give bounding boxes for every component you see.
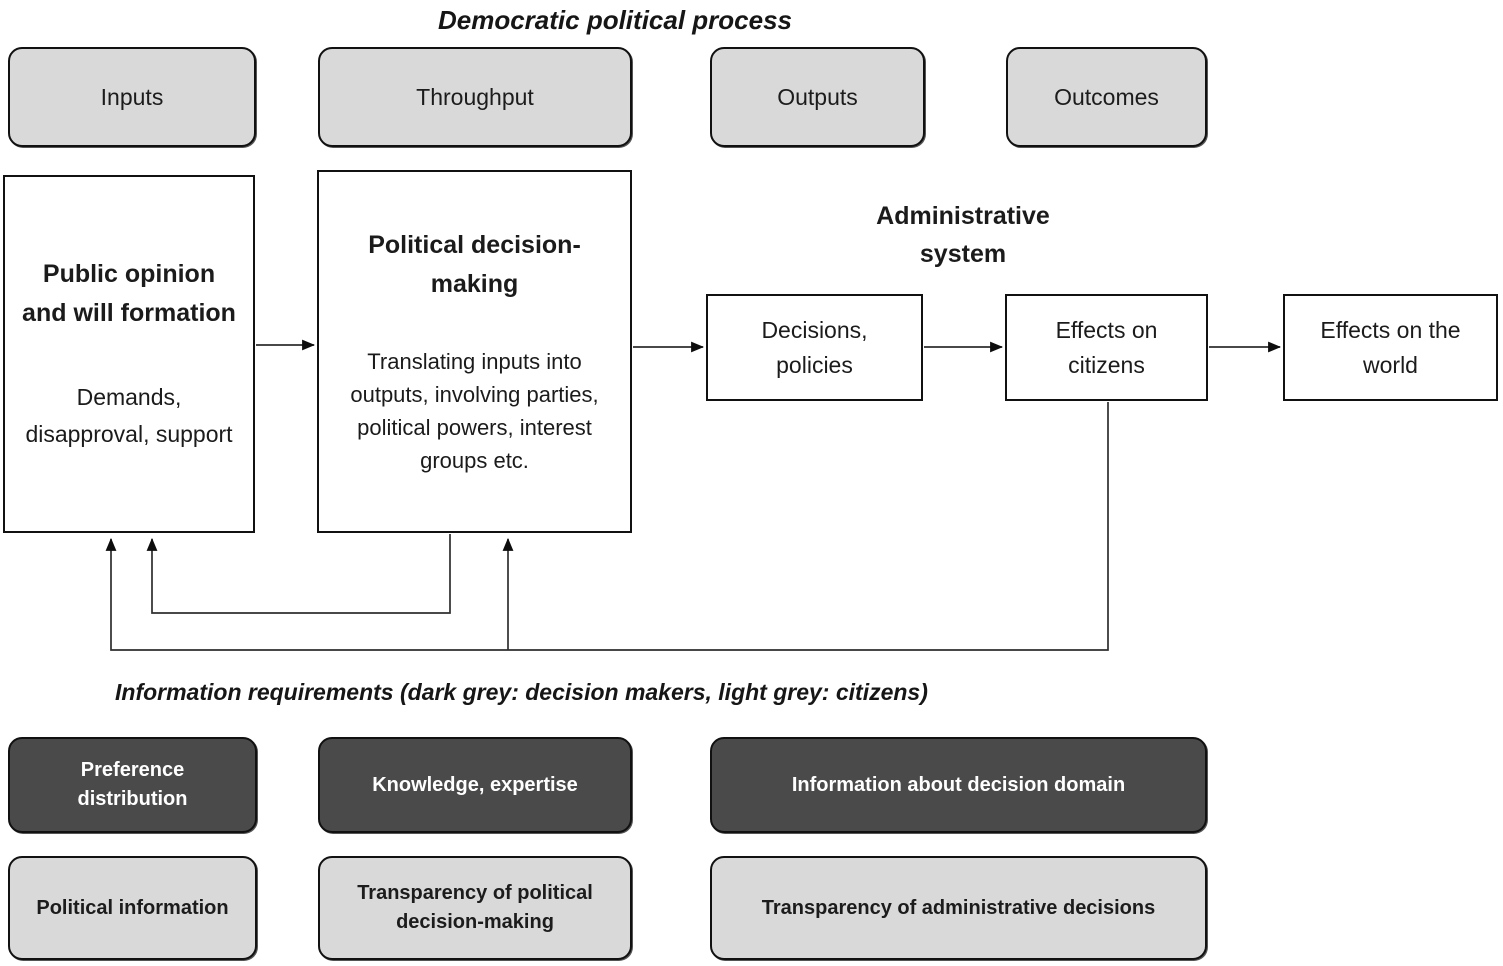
process-box-effects-on-citizens: Effects on citizens — [1005, 294, 1208, 401]
top-section-title: Democratic political process — [437, 5, 793, 35]
stage-label-outputs: Outputs — [777, 83, 858, 110]
requirement-box-transparency-administrative: Transparency of administrative decisions — [710, 856, 1207, 960]
knowledge-expertise-label: Knowledge, expertise — [372, 773, 578, 796]
process-box-effects-on-world: Effects on the world — [1283, 294, 1498, 401]
effects-on-world-label: Effects on the world — [1320, 317, 1461, 378]
stage-label-inputs: Inputs — [100, 83, 164, 110]
stage-label-throughput: Throughput — [416, 83, 534, 110]
process-box-public-opinion: Public opinion and will formation Demand… — [3, 175, 255, 533]
requirement-box-transparency-political: Transparency of political decision-makin… — [318, 856, 632, 960]
process-box-decisions-policies: Decisions, policies — [706, 294, 923, 401]
administrative-system-label: Administrative system — [876, 202, 1050, 268]
preference-distribution-label: Preference distribution — [77, 759, 188, 810]
stage-box-outputs: Outputs — [710, 47, 925, 147]
stage-box-outcomes: Outcomes — [1006, 47, 1207, 147]
political-information-label: Political information — [36, 896, 229, 919]
feedback-pdm-to-public — [146, 534, 451, 614]
stage-box-throughput: Throughput — [318, 47, 632, 147]
transparency-administrative-label: Transparency of administrative decisions — [761, 896, 1156, 919]
requirement-box-knowledge-expertise: Knowledge, expertise — [318, 737, 632, 833]
requirement-box-preference-distribution: Preference distribution — [8, 737, 257, 833]
public-opinion-title: Public opinion and will formation — [22, 260, 236, 328]
decisions-policies-label: Decisions, policies — [761, 317, 868, 378]
public-opinion-body: Demands, disapproval, support — [25, 383, 233, 447]
pdm-body: Translating inputs into outputs, involvi… — [350, 349, 599, 474]
info-requirements-title: Information requirements (dark grey: dec… — [115, 679, 928, 705]
requirement-box-information-decision-domain: Information about decision domain — [710, 737, 1207, 833]
effects-on-citizens-label: Effects on citizens — [1055, 317, 1158, 378]
stage-box-inputs: Inputs — [8, 47, 256, 147]
process-box-political-decision-making: Political decision-making Translating in… — [317, 170, 632, 533]
transparency-political-label: Transparency of political decision-makin… — [357, 882, 593, 933]
pdm-title: Political decision-making — [368, 230, 581, 298]
information-decision-domain-label: Information about decision domain — [791, 773, 1126, 796]
stage-label-outcomes: Outcomes — [1054, 83, 1159, 110]
requirement-box-political-information: Political information — [8, 856, 257, 960]
